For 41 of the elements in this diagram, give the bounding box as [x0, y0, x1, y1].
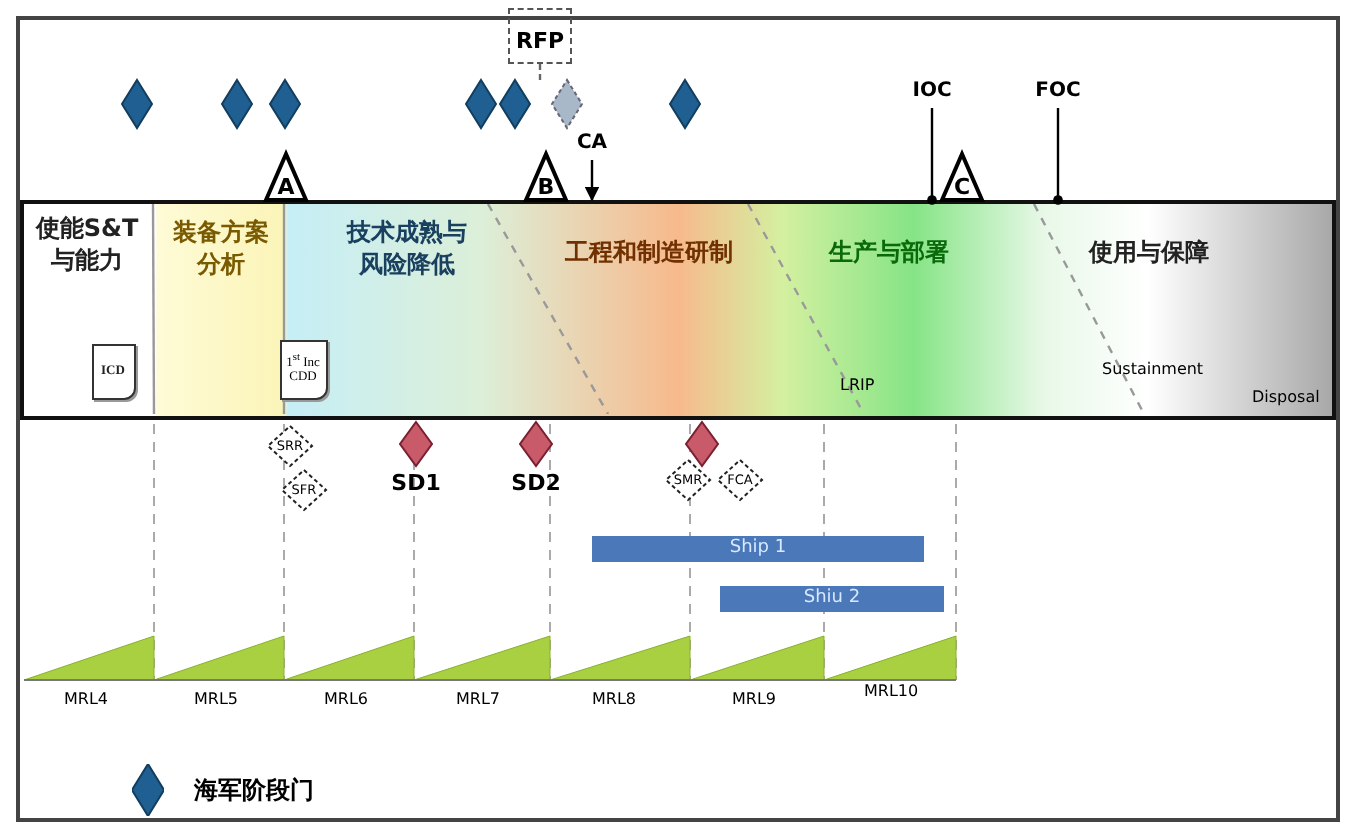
- gate-diamond: [122, 80, 152, 128]
- legend-label: 海军阶段门: [194, 774, 314, 808]
- phase-label: 生产与部署: [809, 235, 969, 275]
- mrl-label: MRL9: [732, 690, 777, 708]
- milestone-triangle: A: [264, 152, 308, 200]
- decision-diamond: [400, 422, 432, 466]
- gate-diamond: [270, 80, 300, 128]
- gate-diamond: [466, 80, 496, 128]
- mrl-label: MRL8: [592, 690, 637, 708]
- gate-diamond: [552, 80, 582, 128]
- rfp-box: RFP: [508, 8, 572, 64]
- phase-label: 装备方案分析: [167, 215, 275, 303]
- ship-bar: Ship 1: [592, 536, 924, 562]
- leader-line: [927, 108, 937, 205]
- leader-line: [1053, 108, 1063, 205]
- phase-label: 工程和制造研制: [549, 235, 749, 275]
- gate-diamond: [500, 80, 530, 128]
- milestone-label: FOC: [1030, 80, 1086, 108]
- mrl-label: MRL6: [324, 690, 369, 708]
- phase-label: 使用与保障: [1069, 235, 1229, 275]
- decision-diamond: [686, 422, 718, 466]
- phase-sublabel: Disposal: [1252, 388, 1320, 406]
- ship-bar: Shiu 2: [720, 586, 944, 612]
- gate-diamond: [670, 80, 700, 128]
- gate-diamond: [222, 80, 252, 128]
- milestone-label: SD1: [389, 470, 443, 496]
- mrl-label: MRL10: [864, 682, 919, 700]
- mrl-label: MRL5: [194, 690, 239, 708]
- milestone-label: CA: [570, 132, 614, 160]
- mrl-label: MRL7: [456, 690, 501, 708]
- phase-label: 技术成熟与风险降低: [343, 215, 471, 303]
- decision-diamond: [520, 422, 552, 466]
- milestone-label: IOC: [904, 80, 960, 108]
- phase-sublabel: Sustainment: [1102, 360, 1204, 378]
- phase-sublabel: LRIP: [840, 376, 875, 394]
- dashed-connector: [538, 64, 542, 80]
- milestone-triangle: C: [940, 152, 984, 200]
- milestone-triangle: B: [524, 152, 568, 200]
- mrl-label: MRL4: [64, 690, 109, 708]
- milestone-label: SD2: [509, 470, 563, 496]
- leader-line: [584, 160, 600, 202]
